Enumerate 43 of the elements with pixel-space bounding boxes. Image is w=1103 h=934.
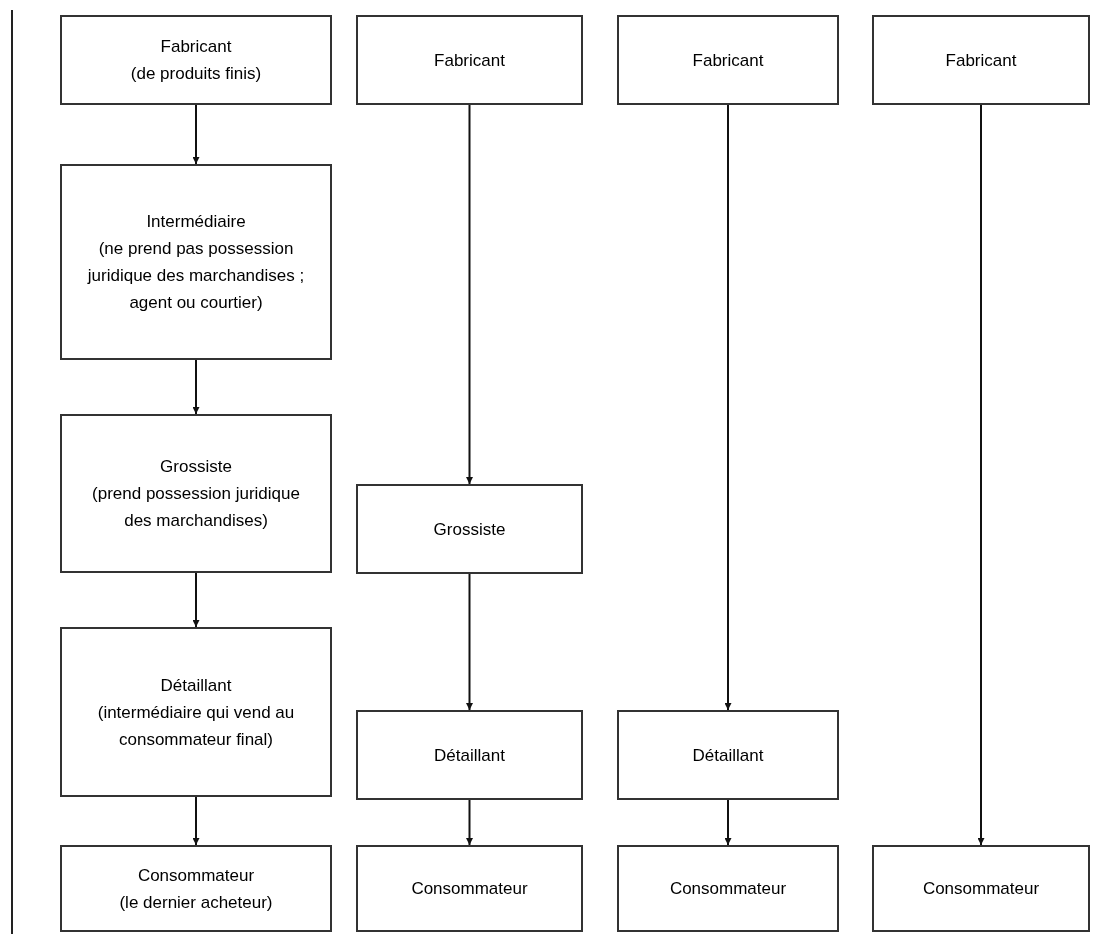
arrow [192,359,200,415]
arrow [466,104,473,485]
arrow [192,572,200,628]
process-box [617,845,839,932]
process-box [356,710,583,800]
box-description: (de produits finis) [130,63,262,85]
arrow [192,104,200,165]
box-title: Grossiste [433,518,506,541]
box-title: Consommateur [411,878,528,900]
arrow [977,104,985,846]
box-description: (intermédiaire qui vend au consommateur final) [96,701,296,751]
arrow [466,573,473,711]
process-box [60,15,332,105]
arrow [724,104,732,711]
box-title: Intermédiaire [146,211,246,233]
box-title: Fabricant [160,36,232,58]
process-box [356,845,583,932]
process-box [617,15,839,105]
arrow [724,799,732,846]
arrow [192,796,200,846]
process-box [60,164,332,360]
box-title: Fabricant [945,49,1017,72]
box-description: (le dernier acheteur) [119,891,273,914]
process-box [872,845,1090,932]
box-description: (prend possession juridique des marchandises) [91,483,301,532]
process-box [60,845,332,932]
process-box [356,15,583,105]
box-title: Détaillant [160,674,232,697]
box-title: Consommateur [137,864,255,887]
arrow [466,799,473,846]
box-title: Détaillant [692,744,764,767]
box-title: Grossiste [160,456,232,478]
box-title: Consommateur [669,878,787,900]
box-title: Fabricant [692,49,764,72]
box-title: Détaillant [434,744,505,767]
process-box [60,414,332,573]
process-box [617,710,839,800]
process-box [60,627,332,797]
box-title: Fabricant [434,49,505,72]
process-box [356,484,583,574]
box-description: (ne prend pas possession juridique des marchandises ; agent ou courtier) [86,238,306,314]
process-box [872,15,1090,105]
box-title: Consommateur [922,878,1040,900]
